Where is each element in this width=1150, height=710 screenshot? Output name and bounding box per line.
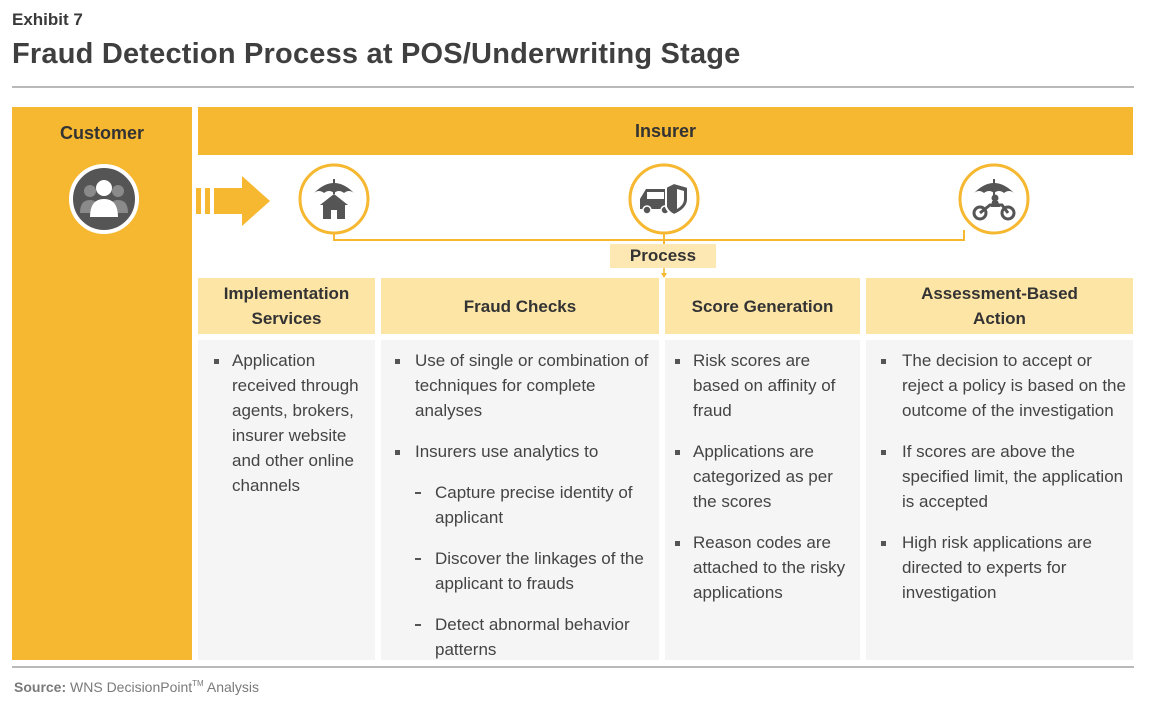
sub-list-item: Detect abnormal behavior patterns xyxy=(381,612,659,662)
source-note: Source: WNS DecisionPointTM Analysis xyxy=(14,679,259,695)
bullet-list: Use of single or combination of techniqu… xyxy=(381,348,659,678)
flow-arrow-icon xyxy=(196,176,270,226)
process-label: Process xyxy=(610,244,716,268)
page-title: Fraud Detection Process at POS/Underwrit… xyxy=(12,38,741,70)
home-umbrella-icon xyxy=(298,163,370,235)
list-item: The decision to accept or reject a polic… xyxy=(866,348,1133,423)
top-divider xyxy=(12,86,1134,88)
customer-column: Customer xyxy=(12,107,192,660)
list-item: If scores are above the specified limit,… xyxy=(866,439,1133,514)
source-label: Source: xyxy=(14,679,67,695)
list-item: Reason codes are attached to the risky a… xyxy=(665,530,860,605)
list-item: Risk scores are based on affinity of fra… xyxy=(665,348,860,423)
list-item: High risk applications are directed to e… xyxy=(866,530,1133,605)
column-assessment-based-action: The decision to accept or reject a polic… xyxy=(866,340,1133,660)
column-score-generation: Risk scores are based on affinity of fra… xyxy=(665,340,860,660)
list-item: Applications are categorized as per the … xyxy=(665,439,860,514)
list-item: Insurers use analytics to xyxy=(381,439,659,464)
heading-fraud-checks: Fraud Checks xyxy=(381,278,659,334)
sub-list-item: Capture precise identity of applicant xyxy=(381,480,659,530)
car-shield-icon xyxy=(628,163,700,235)
list-item: Use of single or combination of techniqu… xyxy=(381,348,659,423)
motorcycle-umbrella-icon xyxy=(958,163,1030,235)
bullet-list: The decision to accept or reject a polic… xyxy=(866,348,1133,621)
insurer-label: Insurer xyxy=(634,121,697,141)
insurer-bar: Insurer xyxy=(198,107,1133,155)
customer-label: Customer xyxy=(59,123,144,143)
people-group-icon xyxy=(69,164,139,234)
list-item: Application received through agents, bro… xyxy=(198,348,375,498)
source-suffix: Analysis xyxy=(206,679,259,695)
trademark: TM xyxy=(192,679,204,688)
source-text: WNS DecisionPoint xyxy=(70,679,193,695)
bullet-list: Risk scores are based on affinity of fra… xyxy=(665,348,860,621)
heading-score-generation: Score Generation xyxy=(665,278,860,334)
exhibit-label: Exhibit 7 xyxy=(12,10,83,29)
sub-list-item: Discover the linkages of the applicant t… xyxy=(381,546,659,596)
heading-implementation-services: Implementation Services xyxy=(198,278,375,334)
bullet-list: Application received through agents, bro… xyxy=(198,348,375,514)
column-fraud-checks: Use of single or combination of techniqu… xyxy=(381,340,659,660)
heading-assessment-based-action: Assessment-Based Action xyxy=(866,278,1133,334)
column-implementation-services: Application received through agents, bro… xyxy=(198,340,375,660)
bottom-divider xyxy=(12,666,1134,668)
